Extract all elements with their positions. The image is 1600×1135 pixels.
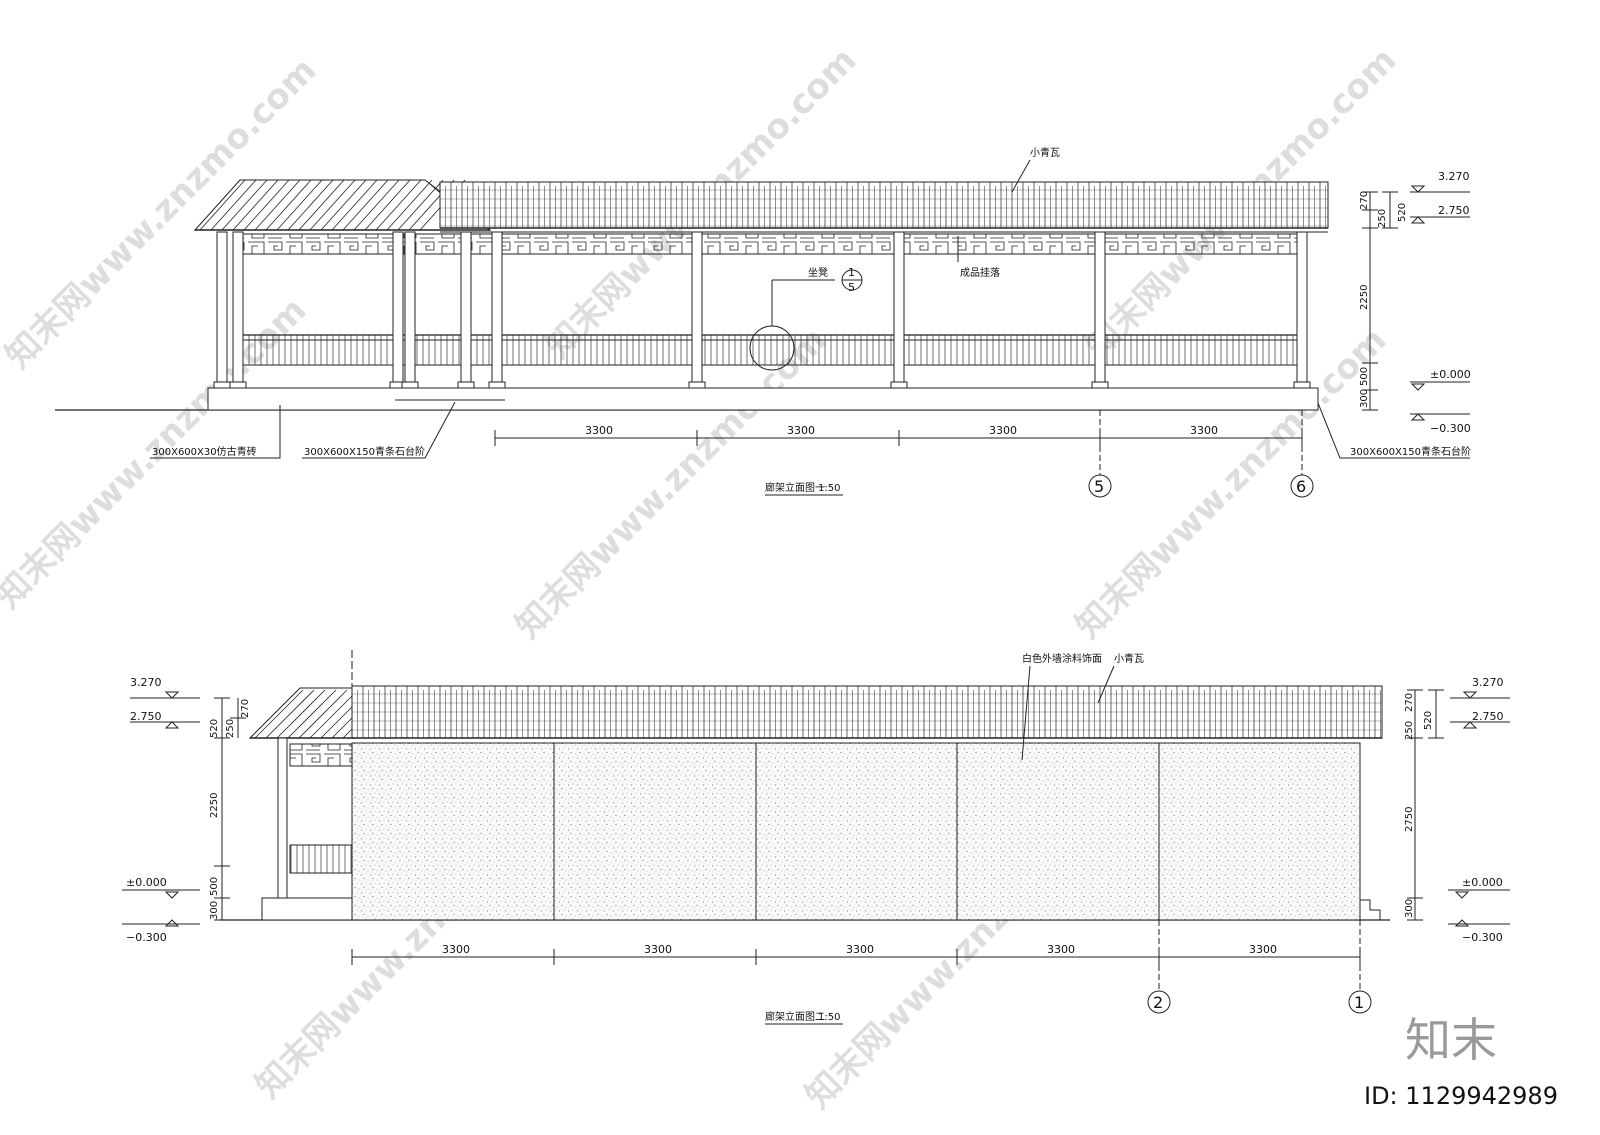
vdim2r-2750: 2750 xyxy=(1404,807,1415,832)
column-base-6 xyxy=(488,381,506,389)
level2r-eave: 2.750 xyxy=(1472,710,1504,723)
scale-elevation-2: 1:50 xyxy=(818,1012,840,1023)
label-tile-1: 小青瓦 xyxy=(1030,146,1060,159)
column-base-9 xyxy=(1091,381,1109,389)
column-1 xyxy=(216,231,228,383)
vdim1-2250: 2250 xyxy=(1359,285,1370,310)
vdim2r-270: 270 xyxy=(1404,693,1415,712)
level2r-ground: −0.300 xyxy=(1462,931,1503,944)
title-elevation-2: 廊架立面图二 xyxy=(765,1010,825,1023)
vertical-dims-1 xyxy=(1362,191,1398,411)
column-4 xyxy=(404,231,416,383)
scale-elevation-1: 1:50 xyxy=(818,483,840,494)
level-markers-2-right xyxy=(1448,691,1510,927)
detail-sheet: 5 xyxy=(848,281,855,294)
level2r-top: 3.270 xyxy=(1472,676,1504,689)
vertical-dims-2-left xyxy=(214,697,246,921)
column-2 xyxy=(232,231,244,383)
dim-h2-2: 3300 xyxy=(644,943,672,956)
level1-zero: ±0.000 xyxy=(1430,368,1471,381)
image-id: ID: 1129942989 xyxy=(1364,1082,1558,1110)
column-base-1 xyxy=(213,381,231,389)
dim-h2-5: 3300 xyxy=(1249,943,1277,956)
axis-2: 2 xyxy=(1153,993,1163,1012)
wm-6: 知末网www.znzmo.com xyxy=(1068,320,1394,646)
level2l-ground: −0.300 xyxy=(126,931,167,944)
dim-h1-2: 3300 xyxy=(787,424,815,437)
brand-logo: 知末 xyxy=(1405,1013,1497,1067)
detail-number: 1 xyxy=(848,266,855,279)
dim-h1-4: 3300 xyxy=(1190,424,1218,437)
label-wall: 白色外墙涂料饰面 xyxy=(1022,652,1102,665)
axis-1: 1 xyxy=(1354,993,1364,1012)
left-pavilion-roof xyxy=(193,179,492,231)
column-7 xyxy=(691,231,703,383)
columns-elevation-1 xyxy=(213,231,1311,389)
dim-h2-1: 3300 xyxy=(442,943,470,956)
axis-5: 5 xyxy=(1094,477,1104,496)
vdim2l-300: 300 xyxy=(209,901,220,920)
vdim1-250: 250 xyxy=(1377,209,1388,228)
column-3 xyxy=(392,231,404,383)
vdim1-500: 500 xyxy=(1359,367,1370,386)
axis-6: 6 xyxy=(1296,477,1306,496)
vdim1-270: 270 xyxy=(1359,191,1370,210)
column-base-4 xyxy=(401,381,419,389)
title-elevation-1: 廊架立面图一 xyxy=(765,481,825,494)
dim-h1-1: 3300 xyxy=(585,424,613,437)
column-5 xyxy=(460,231,472,383)
level2l-zero: ±0.000 xyxy=(126,876,167,889)
column-base-8 xyxy=(890,381,908,389)
level2l-top: 3.270 xyxy=(130,676,162,689)
column-9 xyxy=(1094,231,1106,383)
column-base-2 xyxy=(229,381,247,389)
level1-ground: −0.300 xyxy=(1430,422,1471,435)
column-base-10 xyxy=(1293,381,1311,389)
elevation-2 xyxy=(220,650,1390,921)
level1-top: 3.270 xyxy=(1438,170,1470,183)
level-markers-2-left xyxy=(122,691,200,927)
column-10 xyxy=(1296,231,1308,383)
label-step-right: 300X600X150青条石台阶 xyxy=(1350,445,1471,458)
elevation-1 xyxy=(55,179,1329,411)
dimension-line-1 xyxy=(494,430,1303,446)
level2l-eave: 2.750 xyxy=(130,710,162,723)
vdim2l-270: 270 xyxy=(240,699,251,718)
vdim2l-500: 500 xyxy=(209,877,220,896)
level1-eave: 2.750 xyxy=(1438,204,1470,217)
vdim2r-250: 250 xyxy=(1404,721,1415,740)
column-base-7 xyxy=(688,381,706,389)
column-6 xyxy=(491,231,503,383)
dim-h2-3: 3300 xyxy=(846,943,874,956)
column-base-5 xyxy=(457,381,475,389)
vdim1-520: 520 xyxy=(1397,203,1408,222)
label-bench: 坐凳 xyxy=(808,267,828,279)
vdim2r-520: 520 xyxy=(1423,711,1434,730)
label-step-left: 300X600X150青条石台阶 xyxy=(304,445,425,458)
vdim2r-300: 300 xyxy=(1404,899,1415,918)
vdim2l-250: 250 xyxy=(225,719,236,738)
vdim1-300: 300 xyxy=(1359,389,1370,408)
dim-h2-4: 3300 xyxy=(1047,943,1075,956)
vertical-dims-2-right xyxy=(1407,689,1444,921)
column-8 xyxy=(893,231,905,383)
vdim2l-2250: 2250 xyxy=(209,793,220,818)
level2r-zero: ±0.000 xyxy=(1462,876,1503,889)
label-paving: 300X600X30仿古青砖 xyxy=(152,445,257,458)
dim-h1-3: 3300 xyxy=(989,424,1017,437)
main-roof xyxy=(439,181,1329,233)
level-markers-1 xyxy=(1410,185,1470,421)
vdim2l-520: 520 xyxy=(209,719,220,738)
label-hanging: 成品挂落 xyxy=(960,266,1000,279)
label-tile-2: 小青瓦 xyxy=(1114,652,1144,665)
